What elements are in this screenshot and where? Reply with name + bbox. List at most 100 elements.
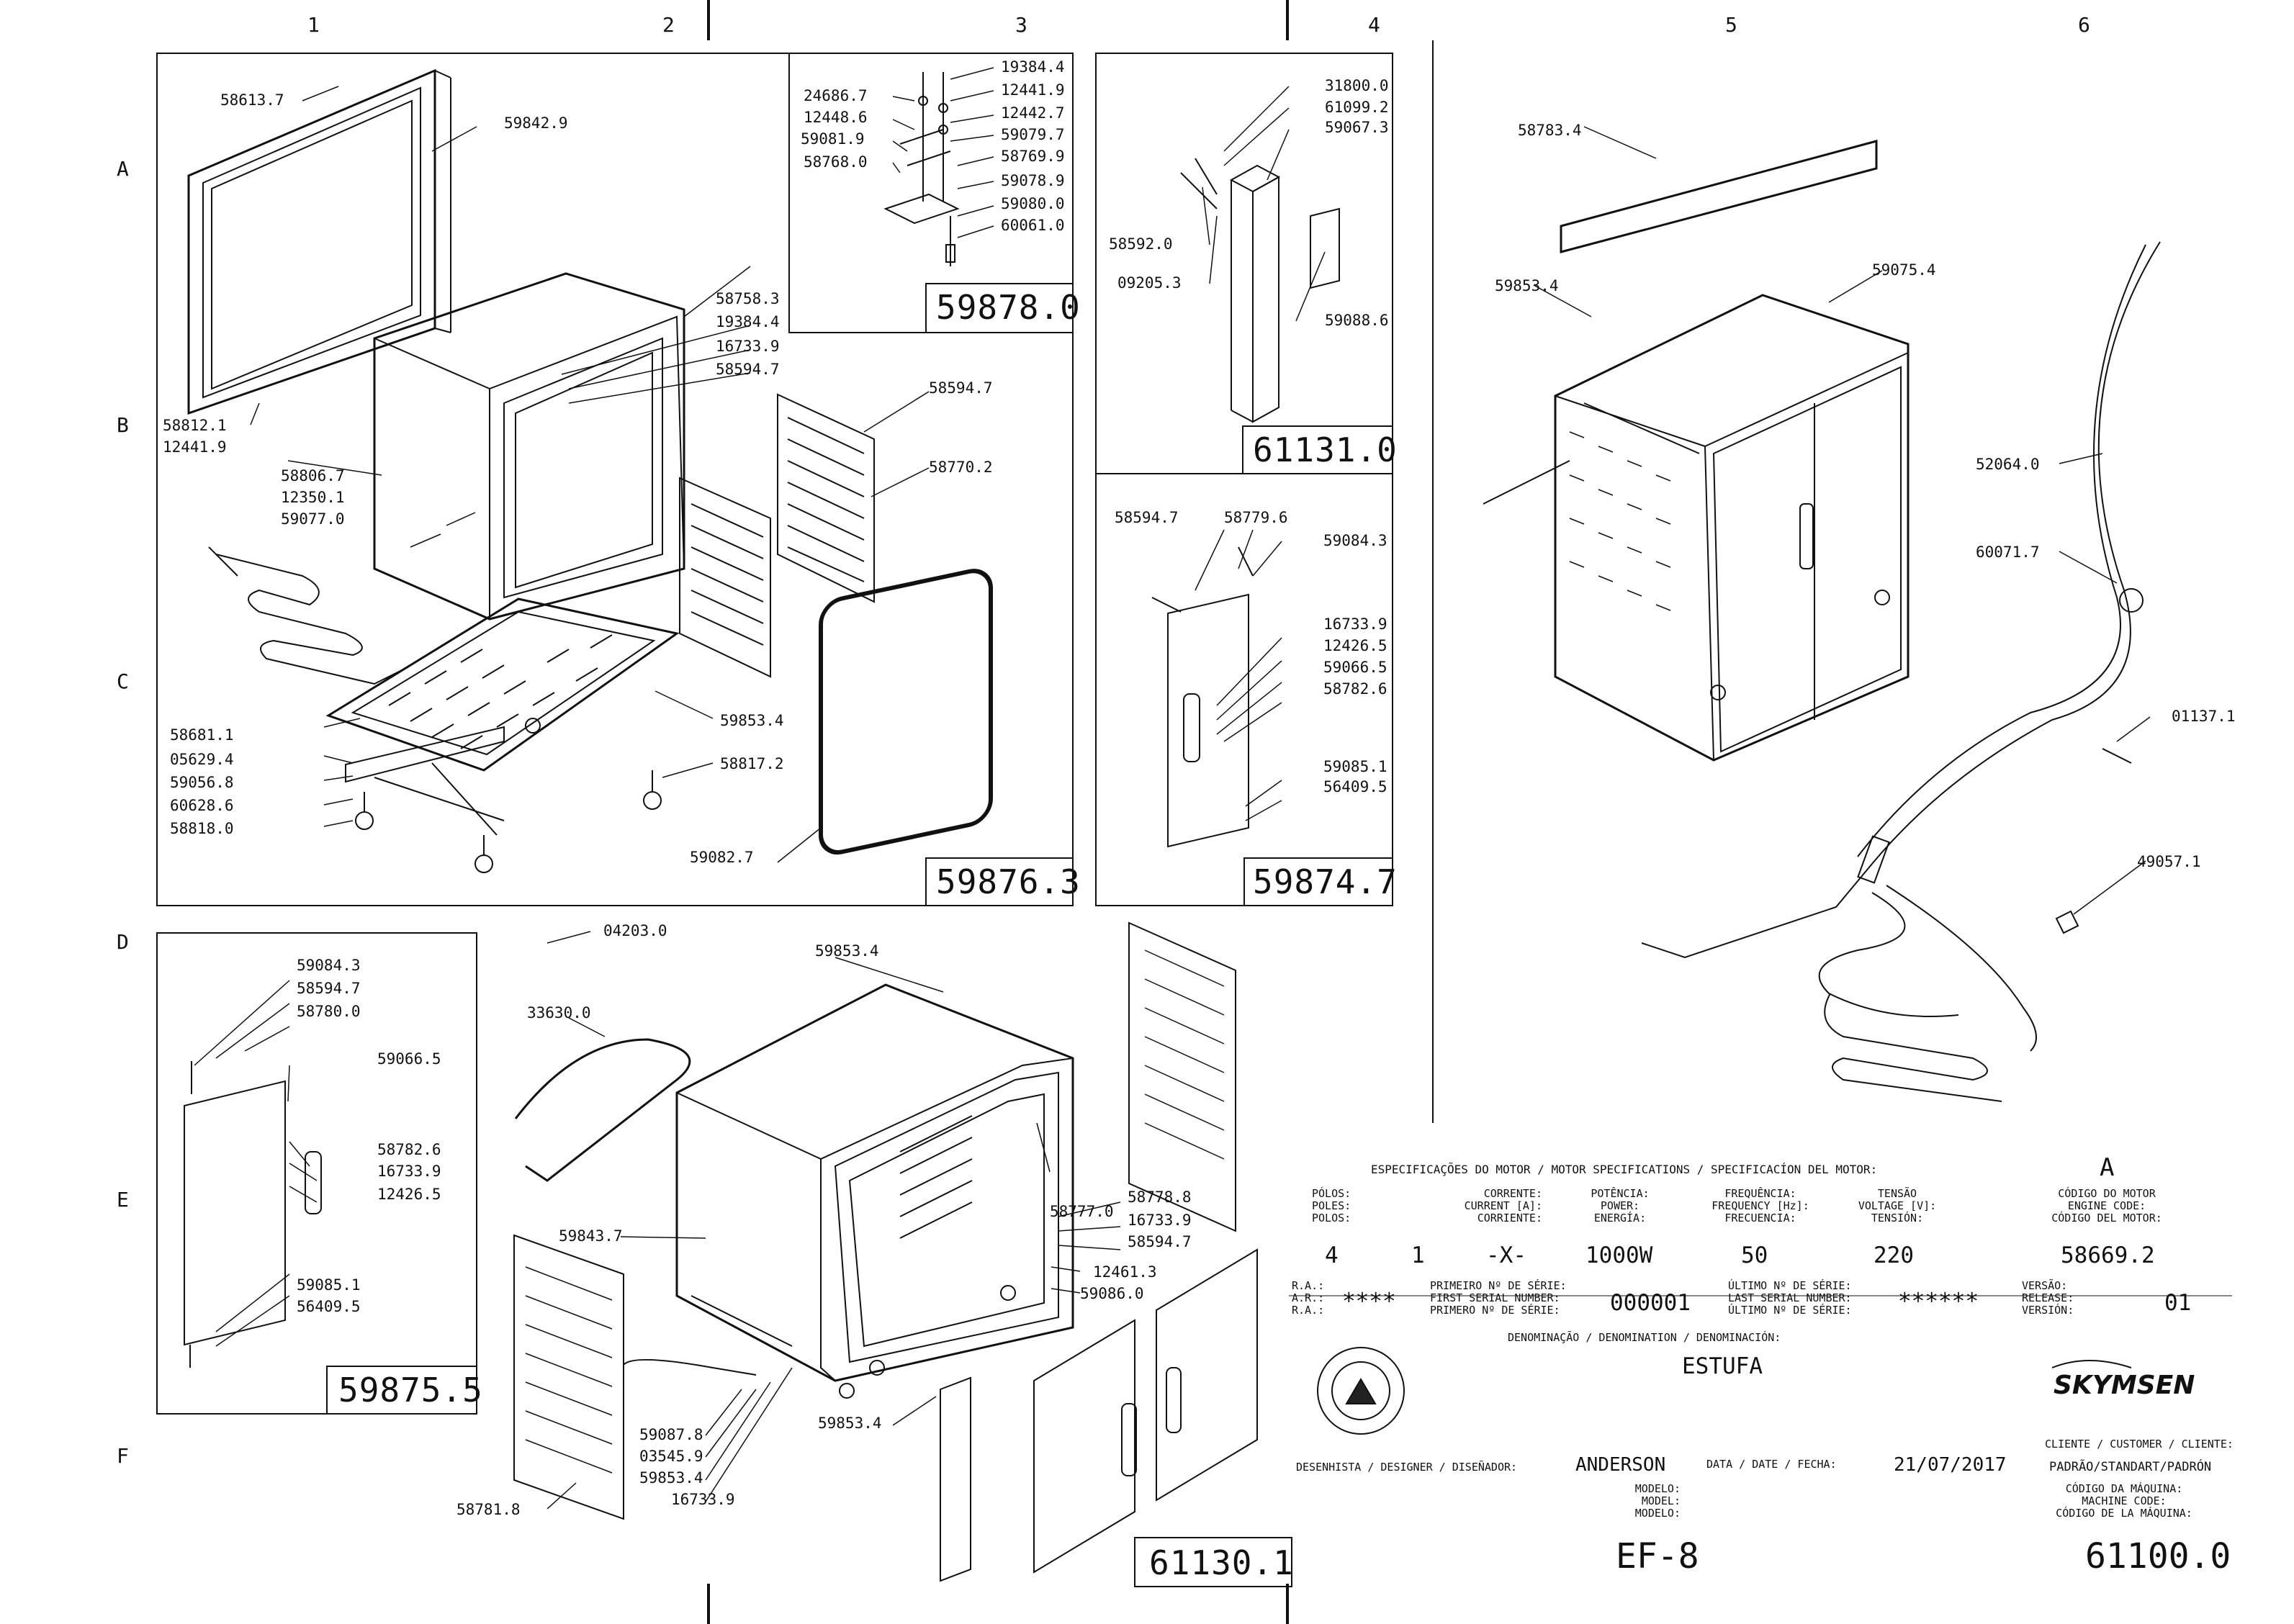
poles-value: 4 <box>1325 1242 1339 1268</box>
part-label: 12350.1 <box>281 489 345 506</box>
row-label: B <box>117 413 129 437</box>
part-label: 19384.4 <box>1001 58 1065 76</box>
part-label: 58782.6 <box>1323 680 1387 698</box>
engine-code-header: CÓDIGO DO MOTOR ENGINE CODE: CÓDIGO DEL … <box>2051 1187 2162 1224</box>
part-label: 58769.9 <box>1001 148 1065 165</box>
frequency-value: 50 <box>1741 1242 1768 1268</box>
part-label: 12426.5 <box>377 1186 441 1203</box>
column-label: 2 <box>662 13 675 37</box>
part-label: 12426.5 <box>1323 637 1387 654</box>
part-label: 12441.9 <box>1001 81 1065 99</box>
part-label: 58594.7 <box>716 361 780 378</box>
part-label: 12441.9 <box>163 438 227 456</box>
row-label: A <box>117 157 129 181</box>
assembly-number: 59878.0 <box>936 288 1081 327</box>
part-label: 59842.9 <box>504 114 568 132</box>
part-label: 59084.3 <box>1323 532 1387 549</box>
part-label: 59853.4 <box>815 942 879 960</box>
column-label: 4 <box>1368 13 1380 37</box>
part-label: 58758.3 <box>716 290 780 307</box>
column-label: 3 <box>1015 13 1027 37</box>
part-label: 59081.9 <box>801 130 865 148</box>
part-label: 59853.4 <box>639 1469 703 1487</box>
row-label: C <box>117 669 129 693</box>
part-label: 12461.3 <box>1093 1263 1157 1281</box>
part-label: 58806.7 <box>281 467 345 484</box>
part-label: 12448.6 <box>804 109 868 126</box>
row-label: D <box>117 930 129 954</box>
part-label: 59084.3 <box>297 957 361 974</box>
part-label: 59853.4 <box>1495 277 1559 294</box>
part-label: 56409.5 <box>297 1298 361 1315</box>
part-label: 16733.9 <box>377 1163 441 1180</box>
version-value: 01 <box>2164 1290 2192 1316</box>
authorized-seal <box>1317 1347 1405 1435</box>
designer-value: ANDERSON <box>1575 1454 1666 1476</box>
brand-logo: SKYMSEN <box>2054 1371 2195 1400</box>
part-label: 59066.5 <box>1323 659 1387 676</box>
part-label: 01137.1 <box>2172 708 2236 725</box>
part-label: 58783.4 <box>1518 122 1582 139</box>
model-value: EF-8 <box>1616 1536 1699 1576</box>
part-label: 58592.0 <box>1109 235 1173 253</box>
assembly-number: 59875.5 <box>338 1371 483 1409</box>
part-label: 58817.2 <box>720 755 784 772</box>
part-label: 59082.7 <box>690 849 754 866</box>
part-label: 52064.0 <box>1976 456 2040 473</box>
power-value: 1000W <box>1585 1242 1653 1268</box>
part-label: 58778.8 <box>1128 1188 1192 1206</box>
spec-header: ESPECIFICAÇÕES DO MOTOR / MOTOR SPECIFIC… <box>1371 1163 1878 1176</box>
part-label: 60061.0 <box>1001 217 1065 234</box>
part-label: 58781.8 <box>456 1501 521 1518</box>
first-serial-header: PRIMEIRO Nº DE SÉRIE: FIRST SERIAL NUMBE… <box>1430 1279 1567 1317</box>
part-label: 59087.8 <box>639 1426 703 1443</box>
part-label: 16733.9 <box>671 1491 735 1508</box>
part-label: 58780.0 <box>297 1003 361 1020</box>
part-label: 59078.9 <box>1001 172 1065 189</box>
assembly-number: 61131.0 <box>1253 430 1398 469</box>
part-label: 16733.9 <box>716 338 780 355</box>
part-label: 58818.0 <box>170 820 234 837</box>
part-label: 60628.6 <box>170 797 234 814</box>
first-serial-value: 000001 <box>1610 1290 1691 1316</box>
part-label: 58812.1 <box>163 417 227 434</box>
denomination-header: DENOMINAÇÃO / DENOMINATION / DENOMINACIÓ… <box>1508 1331 1781 1344</box>
row-label: F <box>117 1444 129 1468</box>
part-label: 58777.0 <box>1050 1203 1114 1220</box>
part-label: 49057.1 <box>2137 853 2201 870</box>
last-serial-value: ****** <box>1898 1289 1979 1314</box>
part-label: 09205.3 <box>1117 274 1182 292</box>
frame-panel-1 <box>156 53 1074 906</box>
part-label: 59086.0 <box>1080 1285 1144 1302</box>
part-label: 58594.7 <box>929 379 993 397</box>
denomination-value: ESTUFA <box>1682 1353 1763 1379</box>
client-value: PADRÃO/STANDART/PADRÓN <box>2049 1460 2212 1474</box>
column-label: 1 <box>307 13 320 37</box>
part-label: 16733.9 <box>1323 615 1387 633</box>
part-label: 59077.0 <box>281 510 345 528</box>
frequency-header: FREQUÊNCIA: FREQUENCY [Hz]: FRECUENCIA: <box>1711 1187 1809 1224</box>
designer-header: DESENHISTA / DESIGNER / DISEÑADOR: <box>1296 1461 1518 1474</box>
part-label: 03545.9 <box>639 1448 703 1465</box>
part-label: 58782.6 <box>377 1141 441 1158</box>
part-label: 24686.7 <box>804 87 868 104</box>
part-label: 58594.7 <box>297 980 361 997</box>
ra-value: **** <box>1342 1289 1396 1314</box>
part-label: 59056.8 <box>170 774 234 791</box>
part-label: 59079.7 <box>1001 126 1065 143</box>
current-value-2: -X- <box>1486 1242 1526 1268</box>
model-header: MODELO: MODEL: MODELO: <box>1634 1482 1681 1520</box>
power-header: POTÊNCIA: POWER: ENERGÍA: <box>1591 1187 1650 1224</box>
part-label: 58768.0 <box>804 153 868 171</box>
part-label: 59066.5 <box>377 1050 441 1068</box>
part-label: 59853.4 <box>818 1415 882 1432</box>
part-label: 61099.2 <box>1325 99 1389 116</box>
current-header: CORRENTE: CURRENT [A]: CORRIENTE: <box>1464 1187 1542 1224</box>
client-header: CLIENTE / CUSTOMER / CLIENTE: <box>2045 1438 2234 1451</box>
part-label: 59080.0 <box>1001 195 1065 212</box>
part-label: 60071.7 <box>1976 543 2040 561</box>
version-header: VERSÃO: RELEASE: VERSIÓN: <box>2022 1279 2074 1317</box>
part-label: 56409.5 <box>1323 778 1387 795</box>
part-label: 59085.1 <box>1323 758 1387 775</box>
poles-header: PÓLOS: POLES: POLOS: <box>1312 1187 1351 1224</box>
